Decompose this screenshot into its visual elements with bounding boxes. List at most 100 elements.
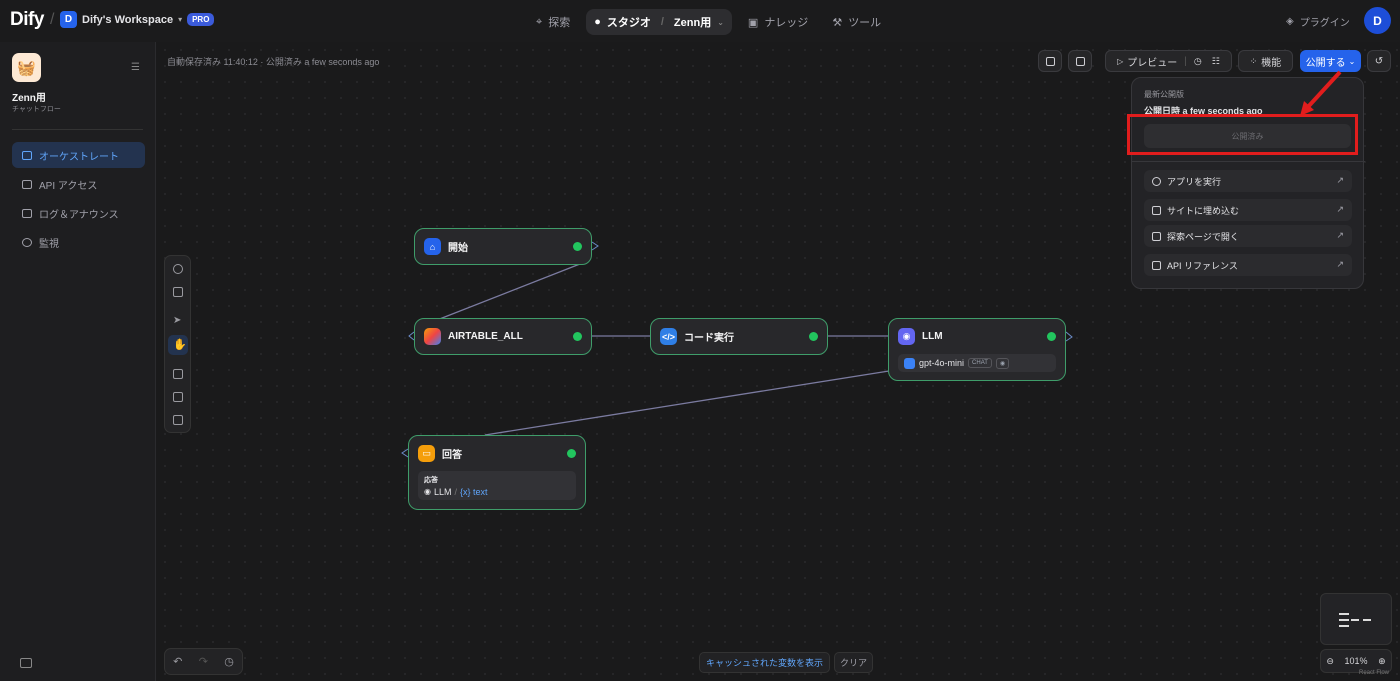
zoom-out-icon[interactable]: ⊖ bbox=[1326, 655, 1334, 666]
workspace-switcher[interactable]: D Dify's Workspace ▾ PRO bbox=[60, 11, 215, 28]
node-llm[interactable]: ◉ LLM gpt-4o-mini CHAT ◉ bbox=[888, 318, 1066, 381]
features-icon: ⁘ bbox=[1249, 55, 1258, 66]
minimap[interactable] bbox=[1320, 593, 1392, 645]
show-cached-variables-button[interactable]: キャッシュされた変数を表示 bbox=[699, 652, 831, 673]
external-arrow-icon: ↗ bbox=[1336, 175, 1344, 185]
mode-chip: CHAT bbox=[968, 358, 992, 368]
dify-logo[interactable]: Dify bbox=[10, 9, 44, 30]
open-explore-label: 探索ページで開く bbox=[1167, 231, 1239, 242]
undo-redo-controls: ↶ ↷ ◷ bbox=[164, 648, 243, 675]
sidebar-item-label: API アクセス bbox=[39, 180, 98, 192]
layout-icon bbox=[22, 150, 32, 160]
success-check-icon bbox=[567, 449, 576, 458]
nav-tools[interactable]: ⚒ ツール bbox=[824, 9, 889, 35]
node-airtable[interactable]: AIRTABLE_ALL bbox=[414, 318, 592, 355]
sidebar-item-logs[interactable]: ログ＆アナウンス bbox=[12, 200, 145, 226]
sidebar-item-api-access[interactable]: API アクセス bbox=[12, 171, 145, 197]
node-title: 回答 bbox=[442, 450, 462, 461]
node-answer[interactable]: ▭ 回答 応答 ◉ LLM / {x} text bbox=[408, 435, 586, 510]
node-title: LLM bbox=[922, 331, 943, 342]
sidebar-item-monitoring[interactable]: 監視 bbox=[12, 229, 145, 255]
open-explore-item[interactable]: 探索ページで開く ↗ bbox=[1144, 225, 1352, 247]
plugin-link[interactable]: ◈ プラグイン bbox=[1286, 14, 1350, 29]
pointer-icon[interactable]: ➤ bbox=[173, 315, 182, 326]
slash-divider: / bbox=[50, 11, 55, 28]
node-start[interactable]: ⌂ 開始 bbox=[414, 228, 592, 265]
plan-badge: PRO bbox=[187, 13, 215, 26]
app-sidebar: 🧺 ☰ Zenn用 チャットフロー オーケストレート API アクセス ログ＆ア… bbox=[0, 42, 156, 681]
add-node-icon[interactable] bbox=[173, 264, 183, 274]
nav-explore-label: 探索 bbox=[548, 17, 571, 29]
workspace-avatar: D bbox=[60, 11, 77, 28]
clear-cache-button[interactable]: クリア bbox=[834, 652, 874, 673]
api-reference-item[interactable]: API リファレンス ↗ bbox=[1144, 254, 1352, 276]
published-at: 公開日時 a few seconds ago bbox=[1144, 106, 1263, 116]
minimap-node bbox=[1339, 613, 1349, 615]
run-app-item[interactable]: アプリを実行 ↗ bbox=[1144, 170, 1352, 192]
export-image-icon[interactable] bbox=[173, 369, 183, 379]
nav-knowledge-label: ナレッジ bbox=[764, 17, 809, 29]
answer-icon: ▭ bbox=[418, 445, 435, 462]
user-avatar[interactable]: D bbox=[1364, 7, 1391, 34]
history-icon[interactable]: ◷ bbox=[224, 656, 234, 668]
checklist-icon[interactable]: ☷ bbox=[1211, 55, 1220, 66]
external-arrow-icon: ↗ bbox=[1336, 230, 1344, 240]
history-icon: ↺ bbox=[1374, 55, 1384, 67]
env-variables-button[interactable] bbox=[1068, 50, 1092, 72]
undo-icon[interactable]: ↶ bbox=[173, 656, 183, 668]
book-icon: ▣ bbox=[747, 16, 759, 29]
home-icon: ⌂ bbox=[424, 238, 441, 255]
embed-icon bbox=[1152, 205, 1161, 215]
sidebar-divider bbox=[12, 129, 143, 130]
env-icon bbox=[1075, 56, 1085, 66]
nav-studio-label: スタジオ bbox=[606, 17, 651, 29]
nav-explore[interactable]: ⌖ 探索 bbox=[528, 9, 578, 35]
ref-variable: {x} text bbox=[460, 486, 488, 497]
zoom-level[interactable]: 101% bbox=[1344, 656, 1368, 666]
nav-studio[interactable]: ● スタジオ / Zenn用 ⌄ bbox=[586, 9, 732, 35]
node-header: ▭ 回答 bbox=[418, 445, 462, 462]
add-note-icon[interactable] bbox=[173, 287, 183, 297]
sidebar-item-orchestrate[interactable]: オーケストレート bbox=[12, 142, 145, 168]
api-reference-label: API リファレンス bbox=[1167, 260, 1238, 271]
redo-icon[interactable]: ↷ bbox=[198, 656, 208, 668]
hammer-icon: ⚒ bbox=[832, 16, 843, 29]
success-check-icon bbox=[573, 242, 582, 251]
compass-icon: ⌖ bbox=[536, 15, 543, 28]
preview-label: プレビュー bbox=[1127, 57, 1178, 69]
app-switcher-label[interactable]: Zenn用 bbox=[673, 17, 712, 29]
collapse-sidebar-icon[interactable] bbox=[20, 658, 32, 668]
message-icon bbox=[1045, 56, 1055, 66]
zoom-in-icon[interactable]: ⊕ bbox=[1378, 655, 1386, 666]
run-history-icon[interactable]: ◷ bbox=[1193, 55, 1202, 66]
canvas-tools: ➤ ✋ bbox=[164, 255, 191, 433]
node-code[interactable]: </> コード実行 bbox=[650, 318, 828, 355]
react-flow-attribution[interactable]: React Flow bbox=[1359, 670, 1390, 676]
ref-node: LLM bbox=[433, 486, 452, 497]
openai-icon bbox=[904, 357, 915, 369]
hand-icon[interactable]: ✋ bbox=[173, 339, 187, 351]
features-button[interactable]: ⁘ 機能 bbox=[1238, 50, 1293, 72]
play-icon: ▷ bbox=[1117, 56, 1124, 66]
minimap-toggle-icon[interactable] bbox=[173, 415, 183, 425]
answer-field-label: 応答 bbox=[424, 476, 438, 484]
terminal-icon bbox=[1152, 260, 1161, 270]
settings-sliders-icon[interactable]: ☰ bbox=[131, 62, 140, 73]
nav-knowledge[interactable]: ▣ ナレッジ bbox=[740, 9, 816, 35]
chat-history-button[interactable] bbox=[1038, 50, 1062, 72]
toolbar-divider: | bbox=[1184, 55, 1187, 67]
embed-site-item[interactable]: サイトに埋め込む ↗ bbox=[1144, 199, 1352, 221]
model-selector[interactable]: gpt-4o-mini CHAT ◉ bbox=[898, 354, 1056, 372]
main-nav: ⌖ 探索 ● スタジオ / Zenn用 ⌄ ▣ ナレッジ ⚒ ツール bbox=[528, 9, 889, 35]
publish-popover: 最新公開版 公開日時 a few seconds ago 公開済み アプリを実行… bbox=[1131, 77, 1365, 289]
llm-small-icon: ◉ bbox=[424, 487, 431, 496]
publish-label: 公開する bbox=[1305, 57, 1346, 69]
app-name: Zenn用 bbox=[12, 93, 46, 104]
preview-button[interactable]: ▷ プレビュー | ◷ ☷ bbox=[1105, 50, 1232, 72]
organize-icon[interactable] bbox=[173, 392, 183, 402]
version-history-button[interactable]: ↺ bbox=[1367, 50, 1391, 72]
publish-button[interactable]: 公開する ⌄ bbox=[1300, 50, 1361, 72]
minimap-node bbox=[1351, 619, 1359, 621]
app-icon: 🧺 bbox=[12, 53, 41, 82]
vision-icon: ◉ bbox=[995, 357, 1010, 369]
